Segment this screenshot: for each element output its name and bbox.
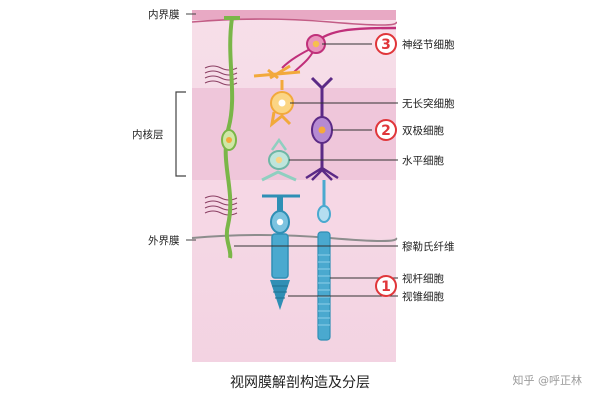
rod-cell — [317, 180, 331, 341]
label-inner-membrane: 内界膜 — [148, 9, 180, 21]
marker-1: 1 — [375, 275, 397, 297]
amacrine-cell — [253, 64, 301, 128]
label-ganglion-cell: 神经节细胞 — [402, 39, 455, 51]
diagram-caption: 视网膜解剖构造及分层 — [230, 375, 370, 391]
label-rod-cell: 视杆细胞 — [402, 273, 444, 285]
marker-2: 2 — [375, 119, 397, 141]
bipolar-cell — [305, 76, 339, 181]
leader-lines — [234, 43, 398, 297]
marker-2-text: 2 — [381, 123, 391, 139]
watermark: 知乎 @呼正林 — [512, 374, 583, 387]
label-muller-fiber: 穆勒氏纤维 — [402, 241, 455, 253]
marker-3-text: 3 — [381, 37, 391, 53]
horizontal-cell — [261, 137, 297, 182]
label-cone-cell: 视锥细胞 — [402, 291, 444, 303]
marker-1-text: 1 — [381, 279, 391, 295]
cone-cell — [262, 194, 300, 310]
top-membrane-band — [192, 10, 396, 20]
label-bipolar-cell: 双极细胞 — [402, 125, 444, 137]
label-outer-membrane: 外界膜 — [148, 235, 180, 247]
label-horizontal-cell: 水平细胞 — [402, 155, 444, 167]
muller-fiber — [221, 16, 240, 259]
label-inner-nuclear-layer: 内核层 — [132, 129, 164, 141]
inner-layer-bracket — [175, 91, 186, 177]
marker-3: 3 — [375, 33, 397, 55]
ganglion-cell — [281, 26, 397, 73]
label-amacrine-cell: 无长突细胞 — [402, 98, 455, 110]
